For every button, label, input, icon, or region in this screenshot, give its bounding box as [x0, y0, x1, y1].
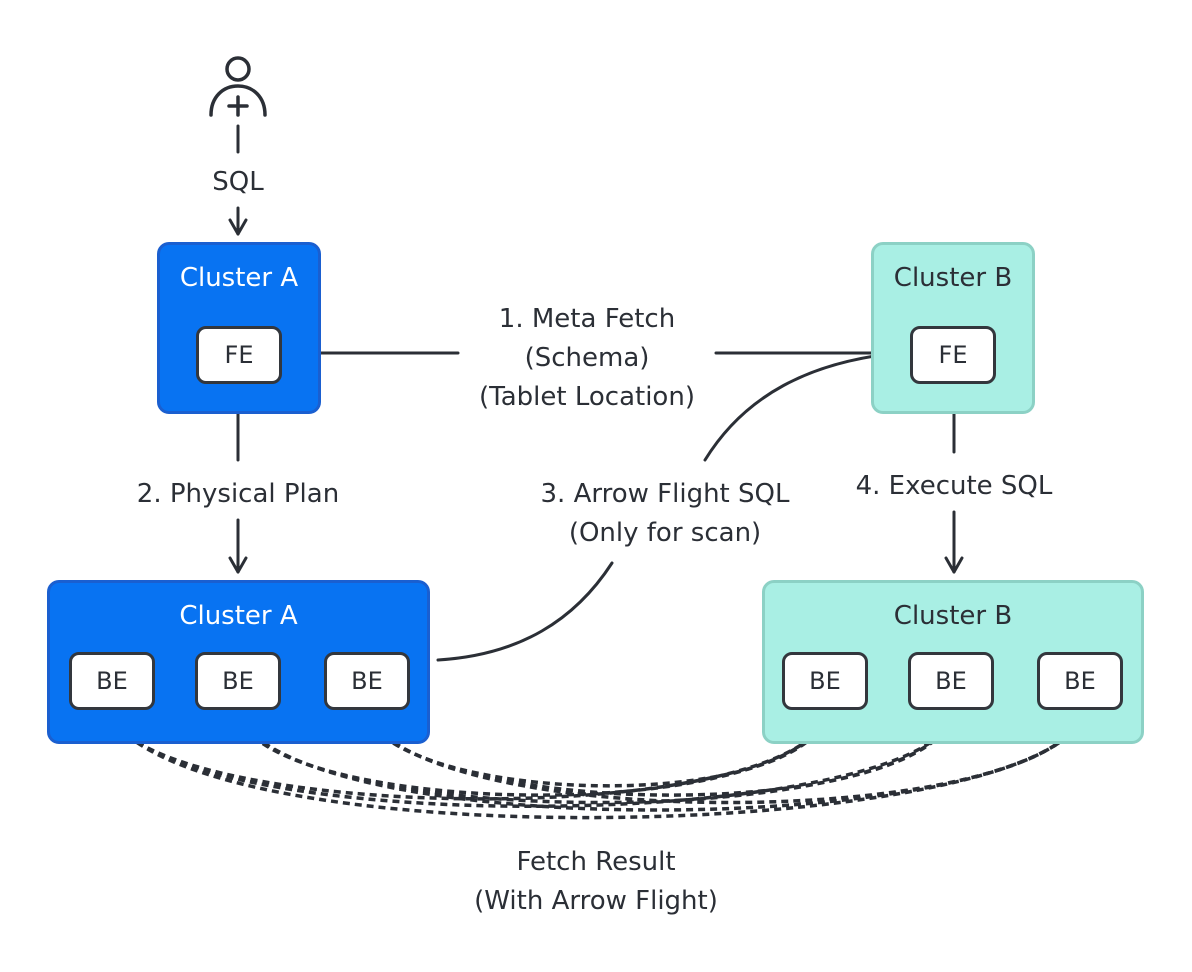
physical-plan-label: 2. Physical Plan: [136, 479, 340, 509]
meta-fetch-title: 1. Meta Fetch: [498, 304, 676, 334]
sql-label: SQL: [212, 167, 264, 197]
be-node-cluster-a-3[interactable]: BE: [324, 652, 410, 710]
be-node-cluster-b-3[interactable]: BE: [1037, 652, 1123, 710]
arrow-flight-sql-title: 3. Arrow Flight SQL: [540, 479, 790, 509]
be-node-cluster-a-2[interactable]: BE: [195, 652, 281, 710]
be-node-cluster-b-2[interactable]: BE: [908, 652, 994, 710]
cluster-b-be-title: Cluster B: [893, 601, 1013, 631]
cluster-b-fe-box: Cluster B FE: [871, 242, 1035, 414]
meta-fetch-tablet-location: (Tablet Location): [479, 382, 695, 412]
user-add-icon: [209, 56, 267, 117]
execute-sql-label: 4. Execute SQL: [855, 471, 1053, 501]
be-node-cluster-a-1[interactable]: BE: [69, 652, 155, 710]
fetch-curve-be3-to-be1: [366, 717, 827, 788]
cluster-b-fe-title: Cluster B: [893, 263, 1013, 293]
fetch-result-subtitle: (With Arrow Flight): [474, 886, 718, 916]
arrow-flight-lower-curve: [436, 561, 614, 662]
arrow-flight-sql-subtitle: (Only for scan): [568, 518, 762, 548]
cluster-a-be-title: Cluster A: [179, 601, 298, 631]
be-node-cluster-b-1[interactable]: BE: [782, 652, 868, 710]
cluster-a-fe-title: Cluster A: [179, 263, 299, 293]
meta-fetch-schema: (Schema): [524, 343, 650, 373]
fetch-result-title: Fetch Result: [516, 847, 676, 877]
fe-node-cluster-b[interactable]: FE: [910, 326, 996, 384]
fe-node-cluster-a[interactable]: FE: [196, 326, 282, 384]
cluster-b-be-box: Cluster B BE BE BE: [762, 580, 1144, 744]
cluster-a-be-box: Cluster A BE BE BE: [47, 580, 430, 744]
cluster-a-fe-box: Cluster A FE: [157, 242, 321, 414]
